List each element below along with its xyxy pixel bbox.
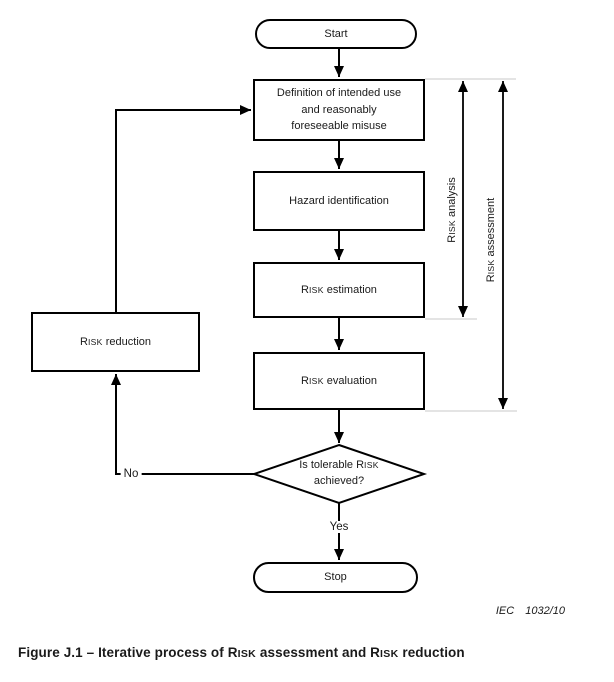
risk-reduction-node: RISK reduction xyxy=(31,312,200,372)
risk-assessment-span-label: RISK assessment xyxy=(485,197,497,283)
decision-label: Is tolerable RISK achieved? xyxy=(299,459,379,487)
definition-label: Definition of intended use and reasonabl… xyxy=(276,87,402,133)
risk-evaluation-node: RISK evaluation xyxy=(253,352,425,410)
start-label: Start xyxy=(324,27,348,40)
start-node: Start xyxy=(255,19,417,49)
hazard-identification-label: Hazard identification xyxy=(289,194,389,207)
yes-branch-label: Yes xyxy=(326,521,352,533)
definition-node: Definition of intended use and reasonabl… xyxy=(253,79,425,141)
figure-caption: Figure J.1 – Iterative process of RISK a… xyxy=(18,645,465,660)
decision-diamond-shape xyxy=(250,443,428,505)
risk-estimation-node: RISK estimation xyxy=(253,262,425,318)
stop-node: Stop xyxy=(253,562,418,593)
iec-reference: IEC 1032/10 xyxy=(495,605,565,617)
risk-analysis-span-label: RISK analysis xyxy=(446,177,458,243)
arrow-no-to-reduction xyxy=(111,374,254,475)
stop-label: Stop xyxy=(324,571,347,584)
risk-estimation-label: RISK estimation xyxy=(301,283,377,296)
risk-reduction-label: RISK reduction xyxy=(80,335,151,348)
risk-evaluation-label: RISK evaluation xyxy=(301,374,377,387)
no-branch-label: No xyxy=(120,468,142,480)
arrow-reduction-to-definition xyxy=(115,105,251,312)
hazard-identification-node: Hazard identification xyxy=(253,171,425,231)
